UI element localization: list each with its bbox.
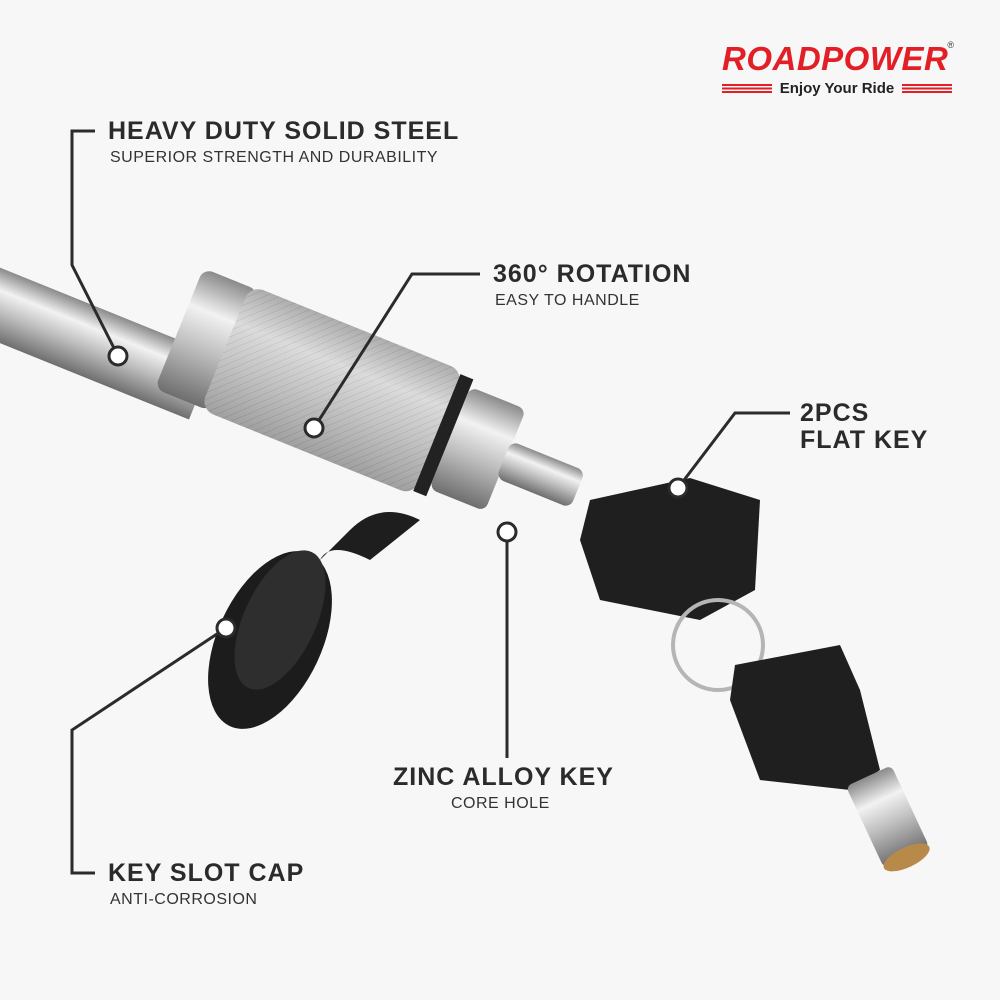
keys (580, 478, 930, 872)
callout-cap-subtitle: ANTI-CORROSION (110, 891, 258, 908)
registered-mark: ® (947, 40, 954, 50)
pin-rod (0, 264, 216, 420)
lock-body (157, 271, 583, 509)
callout-steel-title: HEAVY DUTY SOLID STEEL (108, 117, 460, 145)
key-slot-cap (208, 512, 420, 729)
callout-key-title-1: 2PCS (800, 399, 870, 427)
callout-lines (70, 129, 790, 875)
callout-dots (107, 345, 689, 639)
callout-rotation-subtitle: EASY TO HANDLE (495, 292, 640, 309)
logo-stripe-right (902, 84, 952, 93)
logo-brand: ROADPOWER (722, 40, 949, 77)
callout-cap-title: KEY SLOT CAP (108, 859, 305, 887)
callout-steel-subtitle: SUPERIOR STRENGTH AND DURABILITY (110, 149, 439, 166)
callout-key-title-2: FLAT KEY (800, 426, 929, 454)
callout-core-subtitle: CORE HOLE (451, 795, 550, 812)
roadpower-logo: ROADPOWER ® Enjoy Your Ride (722, 40, 954, 97)
logo-stripe-left (722, 84, 772, 93)
logo-tagline: Enjoy Your Ride (779, 80, 895, 97)
callout-rotation-title: 360° ROTATION (493, 260, 692, 288)
callout-core-title: ZINC ALLOY KEY (393, 763, 614, 791)
